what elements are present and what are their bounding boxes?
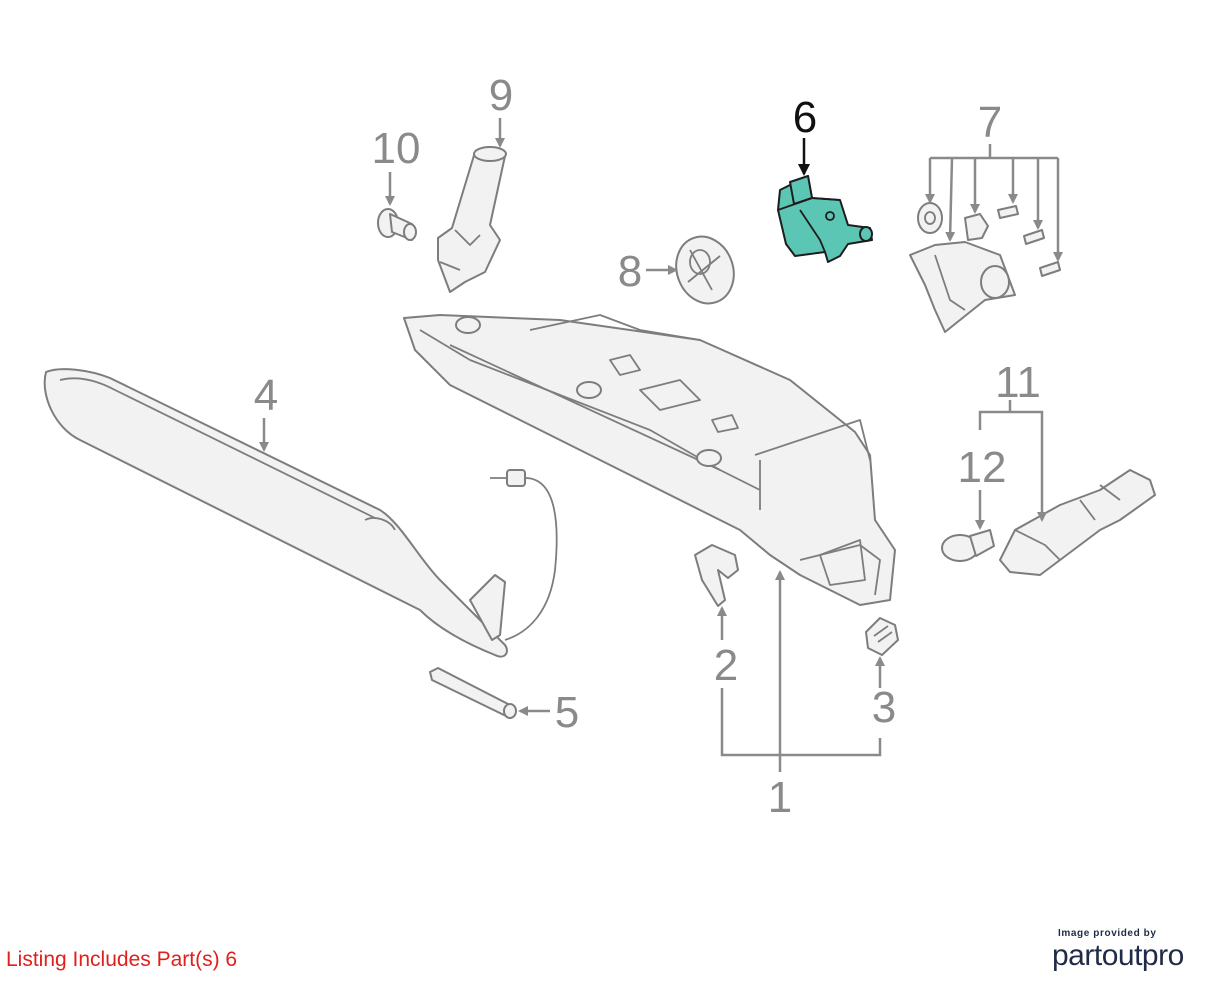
callout-10: 10 <box>372 124 421 173</box>
lid-cable <box>490 469 558 641</box>
provider-credit: Image provided by partoutpro <box>1052 928 1212 973</box>
listing-note: Listing Includes Part(s) 6 <box>6 948 238 971</box>
provider-caption: Image provided by <box>1058 928 1157 939</box>
part-1-glovebox-housing[interactable] <box>403 314 896 606</box>
part-2-latch[interactable] <box>694 544 739 607</box>
part-9-damper-cylinder[interactable] <box>437 146 507 293</box>
part-5-pin[interactable] <box>429 667 517 719</box>
part-12-bulb[interactable] <box>941 529 995 562</box>
part-4-glovebox-lid[interactable] <box>43 368 508 658</box>
callout-labels: 1 2 3 4 5 6 7 8 9 10 11 12 <box>254 71 1041 822</box>
callout-3: 3 <box>872 683 896 732</box>
part-3-clip[interactable] <box>865 617 899 656</box>
part-11-light-housing[interactable] <box>999 469 1156 576</box>
callout-1: 1 <box>768 773 792 822</box>
callout-6: 6 <box>793 93 817 142</box>
provider-logo: partoutpro <box>1052 939 1184 972</box>
part-7-lock-assembly[interactable] <box>909 202 1061 333</box>
leader-lines <box>259 118 1063 772</box>
callout-2: 2 <box>714 641 738 690</box>
callout-11: 11 <box>995 358 1041 407</box>
callout-4: 4 <box>254 371 278 420</box>
callout-12: 12 <box>958 443 1007 492</box>
callout-7: 7 <box>978 98 1002 147</box>
part-10-bolt[interactable] <box>377 208 417 241</box>
callout-9: 9 <box>489 71 513 120</box>
part-8-damper[interactable] <box>667 228 743 311</box>
callout-8: 8 <box>618 247 642 296</box>
part-6-actuator[interactable] <box>777 175 873 263</box>
callout-5: 5 <box>555 688 579 737</box>
